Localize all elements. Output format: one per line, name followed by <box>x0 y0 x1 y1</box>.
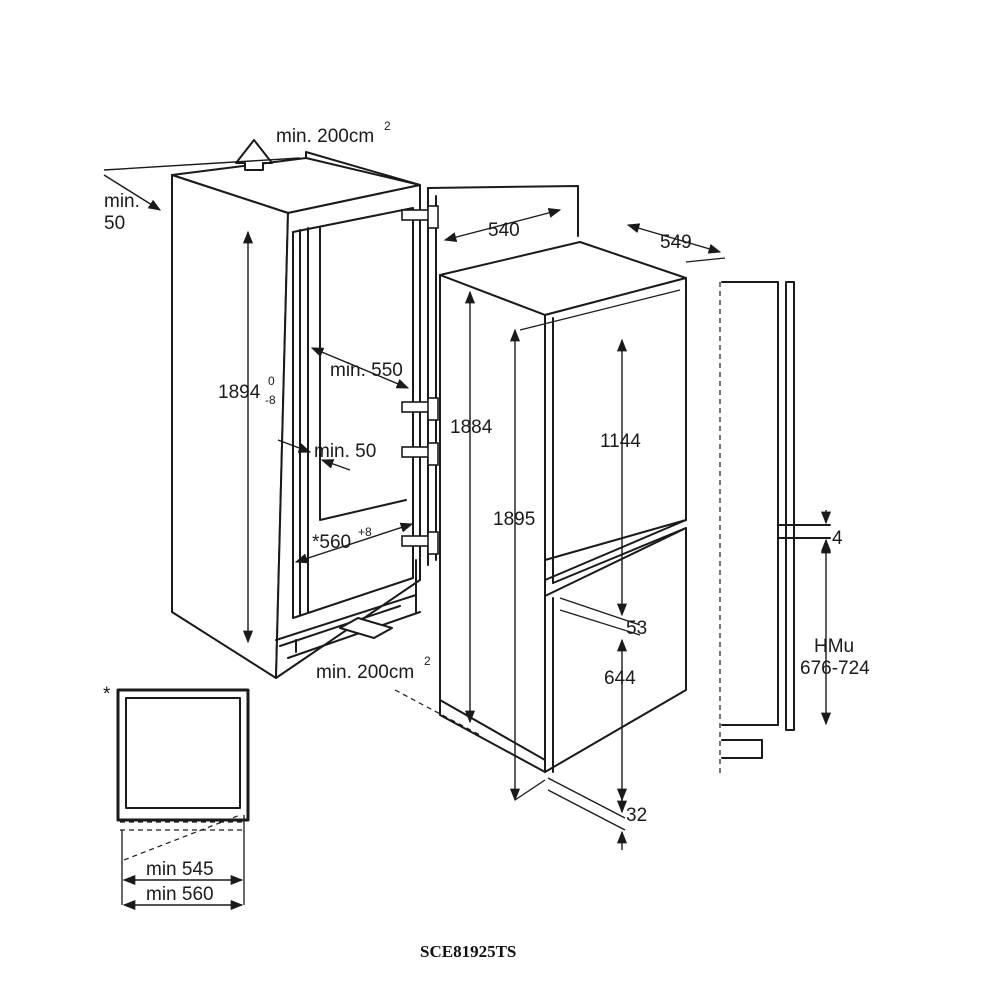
min-560-label: min 560 <box>146 884 214 905</box>
side-gap-label: min. 50 <box>314 441 376 462</box>
vent-bottom-sup: 2 <box>424 654 431 668</box>
door-total-height-label: 1895 <box>493 509 535 530</box>
furniture-door-range: 676-724 <box>800 658 870 679</box>
lower-door-label: 644 <box>604 668 636 689</box>
hinge-lower-mid <box>401 442 439 466</box>
bottom-gap-label: 32 <box>626 805 647 826</box>
furniture-gap-label: 4 <box>832 528 843 549</box>
furniture-side-view <box>719 281 831 775</box>
model-code: SCE81925TS <box>420 942 516 961</box>
footnote-marker: * <box>103 684 111 705</box>
plan-view <box>116 688 250 905</box>
door-gap-label: 53 <box>626 618 647 639</box>
vent-top-label: min. 200cm <box>276 126 374 147</box>
furniture-door-label: HMu <box>814 636 854 657</box>
hinge-upper-mid <box>401 397 439 421</box>
furniture-door-panel <box>427 185 579 566</box>
labels: min. 200cm 2 min. 50 1894 0 -8 min. 550 … <box>103 119 870 961</box>
niche-height-tol-lower: -8 <box>265 393 276 407</box>
vent-bottom-label: min. 200cm <box>316 662 414 683</box>
upper-door-label: 1144 <box>600 431 641 452</box>
appliance-width-label: 540 <box>488 220 520 241</box>
vent-bottom-arrow <box>339 617 393 639</box>
vent-top-sup: 2 <box>384 119 391 133</box>
niche-width-label: *560 <box>312 532 351 553</box>
niche-width-tol: +8 <box>358 525 372 539</box>
rear-gap-label-1: min. <box>104 191 140 212</box>
hinges <box>401 205 439 555</box>
rear-gap-label-2: 50 <box>104 213 125 234</box>
vent-top-arrow <box>235 139 273 171</box>
hinge-top <box>401 205 439 229</box>
min-545-label: min 545 <box>146 859 214 880</box>
niche-cabinet <box>171 151 421 679</box>
appliance-height-label: 1884 <box>450 417 493 438</box>
appliance-body <box>439 241 687 773</box>
niche-height-tol-upper: 0 <box>268 374 275 388</box>
appliance-depth-label: 549 <box>660 232 692 253</box>
niche-depth-label: min. 550 <box>330 360 403 381</box>
dimension-lines <box>103 139 832 911</box>
niche-height-label: 1894 <box>218 382 261 403</box>
